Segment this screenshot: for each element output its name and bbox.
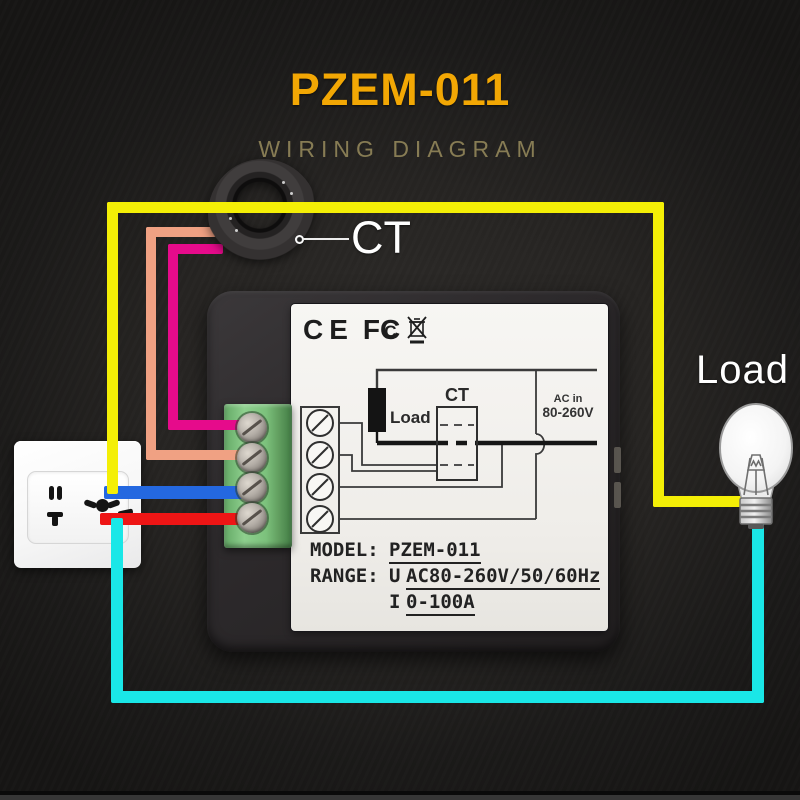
ct-ring [208, 159, 318, 269]
meter-front-label [291, 304, 608, 631]
wire-cyan [111, 691, 764, 703]
page-title: PZEM-011 [289, 64, 511, 115]
range-key: RANGE: [310, 565, 379, 587]
leader-line [303, 238, 349, 240]
terminal-screw-1 [237, 413, 267, 443]
ct-wire-magenta [168, 420, 260, 430]
ct-wire-magenta [168, 244, 223, 254]
light-bulb-icon [719, 403, 793, 529]
wire-blue [104, 486, 260, 499]
ct-annotation: CT [351, 212, 411, 263]
wire-yellow [107, 202, 664, 213]
model-value: PZEM-011 [389, 538, 481, 564]
wire-red [100, 513, 260, 525]
printed-ac-in-label: AC in [554, 393, 583, 405]
socket-t-hole [47, 512, 63, 517]
ct-wire-magenta [168, 244, 178, 430]
leader-dot [295, 235, 304, 244]
printed-load-resistor [368, 388, 386, 432]
socket-round-hole [96, 499, 109, 512]
model-key: MODEL: [310, 539, 379, 561]
printed-ct-label: CT [445, 385, 469, 405]
terminal-screw-4 [237, 503, 267, 533]
load-annotation: Load [696, 348, 789, 392]
bulb-filament [743, 454, 769, 496]
terminal-screw-2 [237, 443, 267, 473]
photo-bottom-edge [0, 795, 800, 800]
voltage-prefix: U [389, 565, 401, 587]
wire-cyan [752, 522, 764, 703]
printed-terminal-screws [306, 409, 334, 533]
wire-yellow [653, 202, 664, 507]
wire-yellow [107, 202, 118, 494]
wire-cyan [111, 518, 123, 702]
current-prefix: I [389, 591, 401, 613]
printed-ct-box [436, 406, 478, 481]
nameplate: MODEL: PZEM-011 RANGE: U AC80-260V/50/60… [310, 538, 601, 616]
printed-schematic: Load CT AC in 80-260V [300, 368, 597, 534]
page-subtitle: WIRING DIAGRAM [258, 136, 542, 162]
wire-yellow [653, 496, 749, 507]
voltage-range-value: AC80-260V/50/60Hz [406, 564, 601, 590]
socket-slot-hole [49, 486, 54, 500]
terminal-screw-3 [237, 473, 267, 503]
socket-slot-hole [57, 486, 62, 500]
printed-ac-range-label: 80-260V [542, 405, 593, 420]
ct-wire-orange [146, 450, 260, 460]
ct-wire-orange [146, 227, 216, 237]
socket-t-hole [52, 516, 58, 526]
photo-bottom-edge [0, 791, 800, 795]
ce-mark-icon: CE [303, 314, 354, 345]
weee-bin-icon [406, 316, 427, 344]
ct-wire-orange [146, 227, 156, 460]
printed-load-label: Load [390, 408, 431, 427]
case-clip-top [614, 447, 621, 473]
case-clip-bottom [614, 482, 621, 508]
current-range-value: 0-100A [406, 590, 475, 616]
